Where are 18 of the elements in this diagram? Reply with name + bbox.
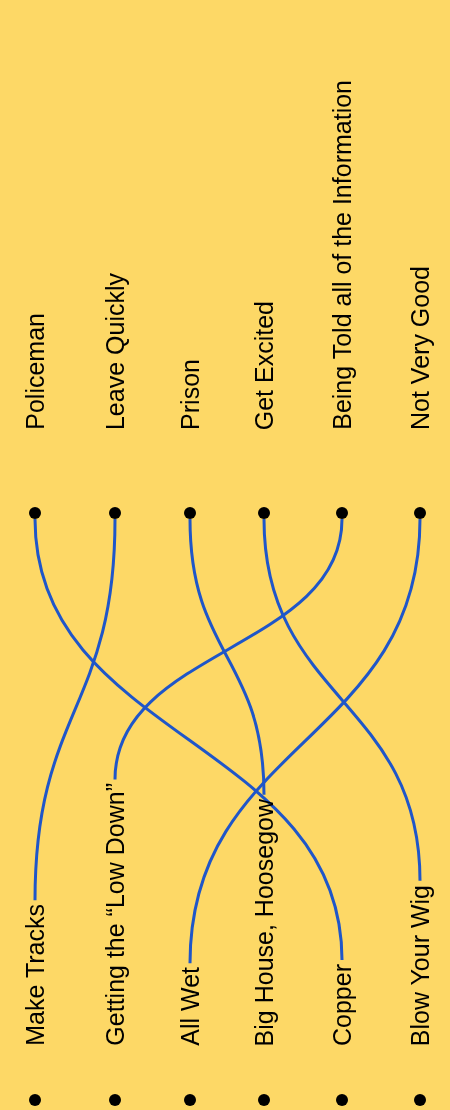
term-label: Make Tracks: [19, 904, 51, 1046]
term-label: Get Excited: [248, 300, 280, 430]
matching-line: [33, 518, 117, 901]
matching-line: [262, 518, 422, 881]
term-label: Getting the “Low Down”: [99, 783, 131, 1046]
term-label: Blow Your Wig: [404, 884, 436, 1046]
matching-line: [188, 518, 266, 795]
term-label: Being Told all of the Information: [326, 80, 358, 430]
term-label: Leave Quickly: [99, 272, 131, 430]
term-label: Policeman: [19, 313, 51, 430]
term-label: Not Very Good: [404, 266, 436, 430]
term-label: Copper: [326, 964, 358, 1046]
matching-line: [188, 518, 422, 964]
matching-line: [33, 518, 344, 961]
term-label: All Wet: [174, 967, 206, 1046]
term-label: Prison: [174, 359, 206, 430]
matching-line: [113, 518, 344, 780]
term-label: Big House, Hoosegow: [248, 798, 280, 1046]
